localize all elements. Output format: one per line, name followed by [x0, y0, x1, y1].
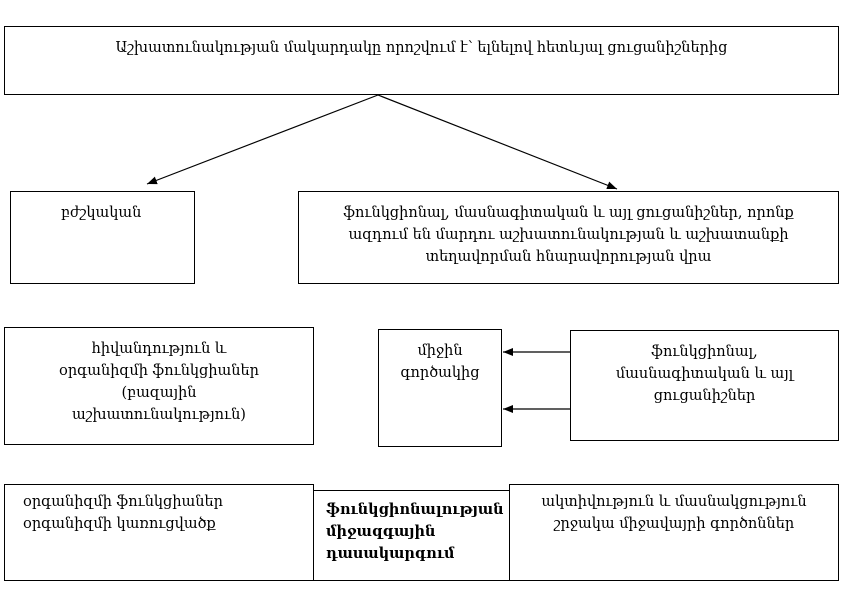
medical-box: բժշկական [10, 191, 195, 284]
top-box: Աշխատունակության մակարդակը որոշվում է՝ ե… [4, 26, 839, 95]
functional-box: ֆունկցիոնալ, մասնագիտական և այլ ցուցանիշ… [298, 191, 839, 284]
functional-small-box-text: ֆունկցիոնալ, մասնագիտական և այլ ցուցանիշ… [615, 344, 794, 404]
arrow-to-functional [377, 94, 618, 190]
health-box-text: հիվանդություն և օրգանիզմի ֆունկցիաներ (բ… [59, 341, 259, 423]
functional-box-text: ֆունկցիոնալ, մասնագիտական և այլ ցուցանիշ… [343, 205, 794, 265]
activity-box: ակտիվություն և մասնակցություն շրջակա միջ… [509, 484, 839, 581]
average-box-text: միջին գործակից [400, 343, 480, 381]
functional-small-box: ֆունկցիոնալ, մասնագիտական և այլ ցուցանիշ… [570, 330, 839, 441]
medical-box-text: բժշկական [61, 205, 142, 221]
classification-box-text: ֆունկցիոնալության միջազգային դասակարգում [326, 501, 504, 562]
top-box-text: Աշխատունակության մակարդակը որոշվում է՝ ե… [115, 40, 728, 56]
organism-box: օրգանիզմի ֆունկցիաներ օրգանիզմի կառուցվա… [4, 484, 314, 581]
arrow-to-medical [146, 94, 379, 185]
classification-box: ֆունկցիոնալության միջազգային դասակարգում [313, 490, 510, 581]
activity-box-text: ակտիվություն և մասնակցություն շրջակա միջ… [541, 494, 807, 532]
organism-structure-text: օրգանիզմի կառուցվածք [23, 516, 216, 532]
organism-functions-text: օրգանիզմի ֆունկցիաներ [23, 494, 223, 510]
health-box: հիվանդություն և օրգանիզմի ֆունկցիաներ (բ… [4, 327, 314, 445]
average-box: միջին գործակից [378, 329, 502, 447]
